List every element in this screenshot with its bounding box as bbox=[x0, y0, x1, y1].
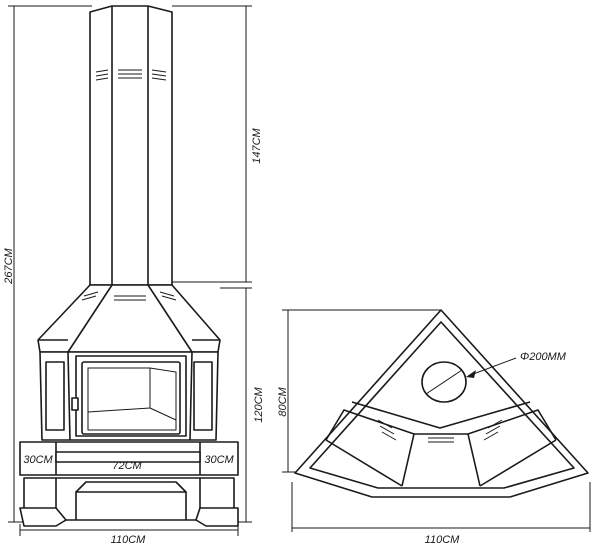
front-elevation: 267CM 147CM 120CM 110CM 30CM 72CM 30CM bbox=[3, 5, 265, 546]
chimney-height-label: 147CM bbox=[251, 127, 263, 163]
center-width-label: 72CM bbox=[112, 460, 142, 472]
hood bbox=[37, 284, 221, 353]
front-dimension-lines bbox=[8, 5, 252, 536]
plinth bbox=[19, 441, 239, 527]
plan-outline bbox=[294, 309, 589, 498]
total-height-label: 267CM bbox=[3, 247, 15, 284]
plan-view: Φ200MM 80CM 110CM bbox=[277, 309, 591, 546]
flue-diameter-label: Φ200MM bbox=[520, 351, 567, 363]
right-side-width-label: 30CM bbox=[204, 454, 234, 466]
hood-vents bbox=[81, 291, 177, 301]
firebox bbox=[39, 351, 219, 441]
chimney bbox=[89, 5, 173, 286]
body-height-label: 120CM bbox=[253, 386, 265, 422]
plan-depth-label: 80CM bbox=[277, 386, 289, 416]
front-width-label: 110CM bbox=[111, 534, 146, 546]
flue-opening bbox=[421, 361, 467, 403]
plan-width-label: 110CM bbox=[425, 534, 460, 546]
left-side-width-label: 30CM bbox=[23, 454, 53, 466]
plan-dimension-lines bbox=[282, 309, 591, 532]
chimney-vents bbox=[95, 69, 167, 81]
